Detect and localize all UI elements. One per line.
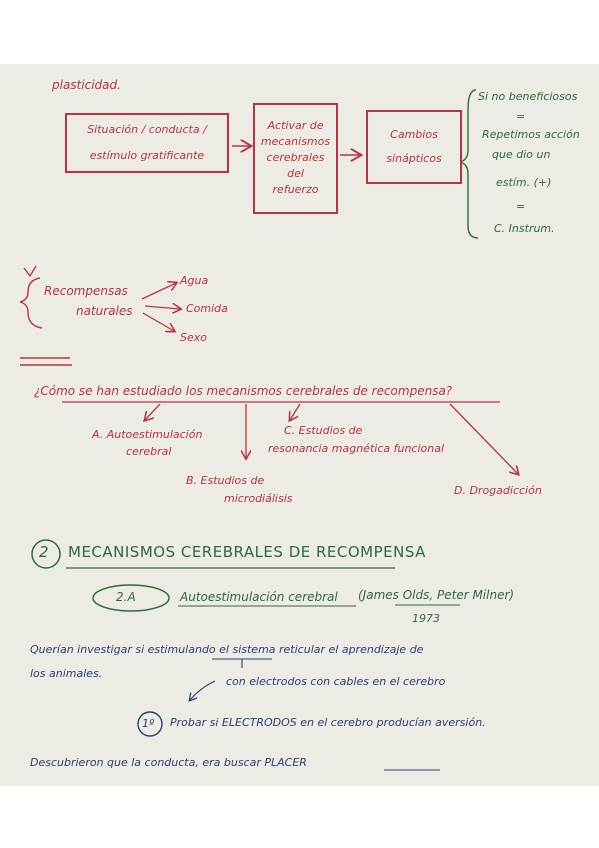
flow-box-activar-line3: cerebrales <box>266 151 325 164</box>
cables-arrow <box>190 680 216 700</box>
naturales-check <box>23 265 37 278</box>
side-note-4: que dio un <box>492 148 551 161</box>
subsection-number: 2.A <box>116 590 136 604</box>
arrow-agua <box>141 283 176 300</box>
branch-a-line1: A. Autoestimulación <box>92 428 203 441</box>
flow-box-situacion: Situación / conducta / estímulo gratific… <box>65 113 229 173</box>
side-note-6: = <box>516 200 526 213</box>
naturales-item-agua: Agua <box>180 274 209 287</box>
branch-d: D. Drogadicción <box>454 484 542 497</box>
flow-box-activar-line2: mecanismos <box>260 135 331 148</box>
note-step-text: Probar si ELECTRODOS en el cerebro produ… <box>170 716 486 729</box>
side-note-3: Repetimos acción <box>482 128 580 141</box>
question-text: ¿Cómo se han estudiado los mecanismos ce… <box>34 384 453 398</box>
branch-a-line2: cerebral <box>126 445 172 458</box>
flow-box-situacion-line1: Situación / conducta / <box>87 123 207 136</box>
flow-box-cambios-line2: sinápticos <box>386 152 442 165</box>
subsection-authors: (James Olds, Peter Milner) <box>358 588 515 602</box>
flow-box-cambios-line1: Cambios <box>390 128 438 141</box>
step-number: 1º <box>142 717 155 730</box>
side-brace <box>459 89 479 239</box>
branch-c-line1: C. Estudios de <box>284 424 363 437</box>
flow-box-activar-line5: refuerzo <box>272 183 319 196</box>
subsection-year: 1973 <box>412 612 440 625</box>
branch-d <box>449 403 518 474</box>
section-number-circle <box>31 539 61 569</box>
step-number-circle <box>137 711 163 737</box>
naturales-item-comida: Comida <box>186 302 228 315</box>
flow-box-activar-line4: del <box>287 167 304 180</box>
subsection-title: Autoestimulación cerebral <box>180 590 338 604</box>
note-line-2: los animales. <box>30 667 103 680</box>
section-title: MECANISMOS CEREBRALES DE RECOMPENSA <box>68 543 426 561</box>
side-note-7: C. Instrum. <box>494 222 555 235</box>
notebook-page <box>0 64 599 786</box>
naturales-title-1: Recompensas <box>44 284 128 298</box>
branch-b-line1: B. Estudios de <box>186 474 265 487</box>
note-line-1: Querían investigar si estimulando el sis… <box>30 643 424 656</box>
branch-b-line2: microdiálisis <box>224 492 293 505</box>
side-note-2: = <box>516 110 526 123</box>
arrow-comida <box>144 306 180 309</box>
subsection-oval <box>92 584 170 612</box>
side-note-5: estím. (+) <box>496 176 552 189</box>
naturales-title-2: naturales <box>76 304 133 318</box>
note-line-3: con electrodos con cables en el cerebro <box>226 675 446 688</box>
flow-box-activar-line1: Activar de <box>267 119 324 132</box>
naturales-brace <box>19 277 43 329</box>
flow-box-activar: Activar de mecanismos cerebrales del ref… <box>253 103 338 214</box>
naturales-item-sexo: Sexo <box>180 331 207 344</box>
branch-c <box>290 403 301 420</box>
branch-a <box>145 403 161 420</box>
note-line-5: Descubrieron que la conducta, era buscar… <box>30 756 307 769</box>
branch-c-line2: resonancia magnética funcional <box>268 442 445 455</box>
arrow-sexo <box>142 312 174 331</box>
top-fragment: plasticidad. <box>52 78 121 92</box>
side-note-1: Si no beneficiosos <box>478 90 578 103</box>
flow-box-situacion-line2: estímulo gratificante <box>89 149 205 162</box>
section-number: 2 <box>39 543 50 561</box>
flow-box-cambios: Cambios sinápticos <box>366 110 462 184</box>
